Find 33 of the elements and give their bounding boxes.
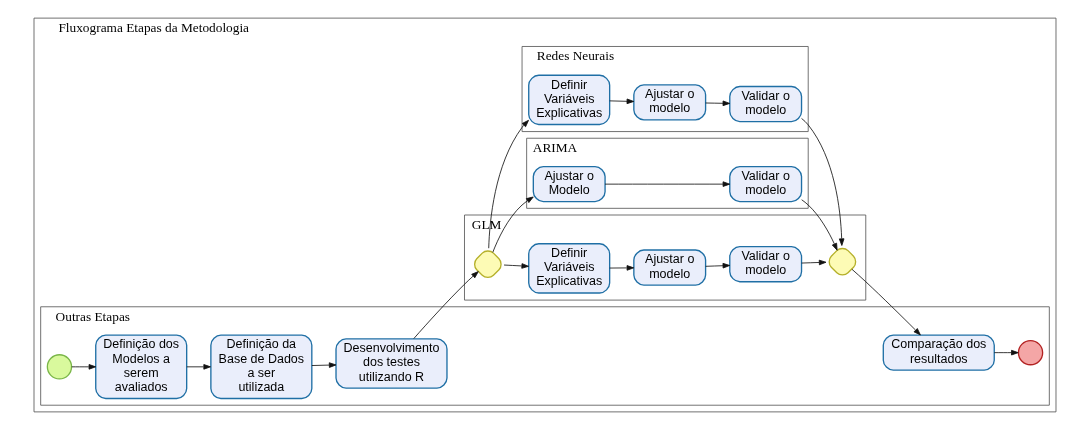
- arrow: [503, 263, 529, 269]
- node-box: Ajustar o modelo: [632, 84, 706, 121]
- arrow: [412, 271, 479, 339]
- node-diamond: [828, 247, 856, 276]
- node-box: Definir Variáveis Explicativas: [527, 74, 610, 126]
- arrow: [851, 268, 921, 336]
- node-circle: [1017, 339, 1043, 366]
- node-box: Ajustar o Modelo: [532, 165, 606, 203]
- node-box: Definir Variáveis Explicativas: [527, 243, 610, 294]
- arrow: [800, 199, 838, 251]
- arrow: [604, 181, 730, 187]
- arrow: [800, 118, 844, 246]
- node-circle: [46, 354, 72, 380]
- node-diamond: [473, 250, 502, 279]
- arrow: [487, 119, 529, 249]
- node-box: Desenvolvimento dos testes utilizando R: [334, 338, 448, 389]
- node-box: Validar o modelo: [728, 246, 802, 283]
- node-box: Validar o modelo: [728, 165, 802, 203]
- arrow: [704, 100, 730, 107]
- arrow: [704, 262, 730, 269]
- arrow: [608, 98, 634, 105]
- node-box: Definição da Base de Dados a ser utilizada: [209, 334, 312, 400]
- arrow: [800, 259, 826, 266]
- arrow: [608, 265, 634, 271]
- node-box: Comparação dos resultados: [882, 334, 995, 371]
- node-box: Definição dos Modelos a serem avaliados: [94, 334, 187, 400]
- node-box: Ajustar o modelo: [632, 249, 706, 286]
- arrow: [185, 364, 211, 370]
- arrow: [491, 196, 534, 253]
- node-box: Validar o modelo: [728, 85, 802, 123]
- arrow: [310, 362, 336, 368]
- arrow: [70, 364, 96, 370]
- arrow: [993, 349, 1019, 356]
